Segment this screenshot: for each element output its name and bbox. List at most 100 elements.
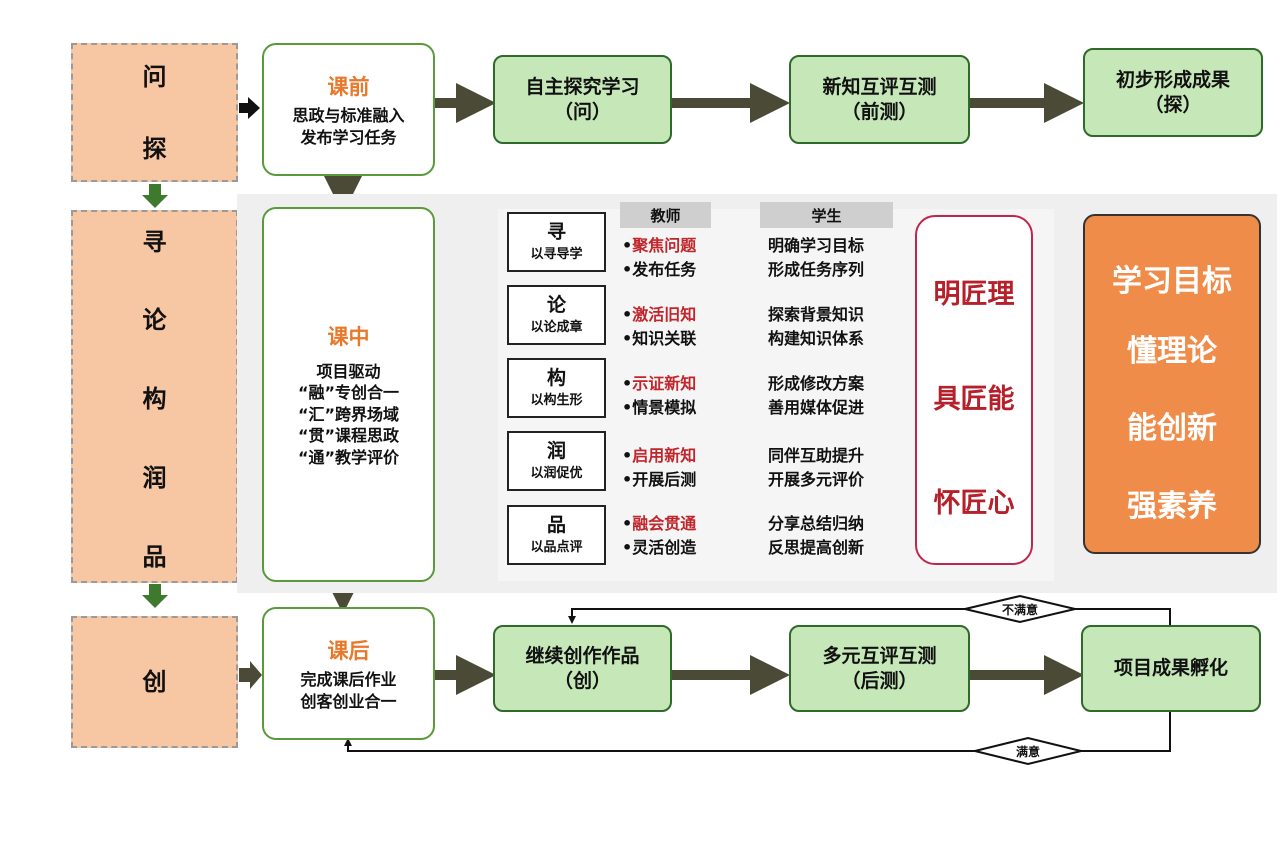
arrow-stage-pre (239, 97, 260, 119)
bullet: • (622, 260, 633, 279)
teacher-key-item: 聚焦问题 (632, 236, 697, 255)
mid-stage-char: 构 (546, 367, 566, 390)
student-items: 明确学习目标 形成任务序列 (768, 234, 898, 282)
bullet: • (622, 514, 633, 533)
post-class-box: 课后 完成课后作业 创客创业合一 (262, 607, 435, 740)
stage-char: 润 (142, 464, 167, 492)
craftsman-item: 具匠能 (933, 384, 1015, 415)
post-class-line: 创客创业合一 (300, 691, 397, 711)
teacher-header: 教师 (620, 202, 711, 228)
teacher-key-item: 示证新知 (632, 374, 697, 393)
stage-arrow (142, 184, 168, 208)
stage-char: 论 (142, 306, 167, 334)
teacher-item: 灵活创造 (632, 538, 697, 557)
in-class-box: 课中 项目驱动 “融”专创合一 “汇”跨界场域 “贯”课程思政 “通”教学评价 (262, 207, 435, 582)
pre-step-title: 自主探究学习 (525, 75, 640, 98)
in-class-line: 项目驱动 (316, 361, 381, 381)
pre-step-box: 初步形成成果 （探） (1083, 48, 1263, 137)
stage-box-middle: 寻 论 构 润 品 (71, 210, 238, 583)
post-step-box: 项目成果孵化 (1081, 625, 1261, 712)
student-item: 构建知识体系 (768, 329, 865, 348)
learning-goal-box: 学习目标 懂理论 能创新 强素养 (1083, 214, 1261, 554)
mid-stage-sub: 以论成章 (530, 319, 583, 335)
pre-step-box: 新知互评互测 （前测） (789, 55, 970, 144)
pre-step-box: 自主探究学习 （问） (493, 55, 672, 144)
craftsman-item: 怀匠心 (933, 488, 1015, 519)
bullet: • (622, 305, 633, 324)
goal-heading: 学习目标 (1112, 264, 1232, 299)
stage-arrow (142, 584, 168, 608)
bullet: • (622, 398, 633, 417)
student-item: 同伴互助提升 (768, 446, 865, 465)
bullet: • (622, 538, 633, 557)
student-item: 反思提高创新 (768, 538, 865, 557)
post-step-sub: （后测） (841, 669, 918, 692)
diamond-satisfied (974, 736, 1082, 766)
stage-char: 探 (142, 134, 167, 163)
student-items: 探索背景知识 构建知识体系 (768, 303, 898, 351)
in-class-title: 课中 (327, 324, 370, 349)
teacher-items: •启用新知 •开展后测 (622, 444, 732, 492)
mid-stage-char: 品 (546, 514, 566, 537)
teacher-items: •聚焦问题 •发布任务 (622, 234, 732, 282)
craftsman-item: 明匠理 (933, 279, 1015, 310)
teacher-items: •示证新知 •情景模拟 (622, 372, 732, 420)
in-class-line: “通”教学评价 (297, 447, 400, 467)
mid-stage-char: 润 (546, 440, 566, 463)
goal-item: 能创新 (1127, 411, 1217, 446)
teacher-item: 开展后测 (632, 470, 697, 489)
bullet: • (622, 470, 633, 489)
stage-box-bottom: 创 (71, 616, 238, 748)
student-item: 形成修改方案 (768, 374, 865, 393)
arrow-stage-post (239, 661, 262, 689)
student-items: 形成修改方案 善用媒体促进 (768, 372, 898, 420)
diamond-unsatisfied (964, 594, 1076, 624)
teacher-items: •激活旧知 •知识关联 (622, 303, 732, 351)
mid-stage-box: 论 以论成章 (507, 285, 606, 345)
in-class-line: “融”专创合一 (297, 383, 400, 403)
post-class-line: 完成课后作业 (300, 669, 397, 689)
teacher-item: 知识关联 (632, 329, 697, 348)
mid-stage-sub: 以品点评 (530, 539, 583, 555)
post-class-title: 课后 (327, 638, 370, 663)
bullet: • (622, 329, 633, 348)
post-step-title: 继续创作作品 (525, 644, 640, 667)
craftsman-box: 明匠理 具匠能 怀匠心 (915, 215, 1033, 565)
student-item: 开展多元评价 (768, 470, 865, 489)
mid-stage-box: 润 以润促优 (507, 431, 606, 491)
mid-stage-box: 寻 以寻导学 (507, 212, 606, 272)
bullet: • (622, 446, 633, 465)
loop-satisfied (344, 710, 1171, 752)
pre-step-sub: （探） (1144, 93, 1202, 116)
student-header: 学生 (760, 202, 893, 228)
pre-class-title: 课前 (327, 74, 370, 99)
pre-step-sub: （问） (553, 100, 611, 123)
mid-stage-sub: 以构生形 (530, 392, 583, 408)
student-item: 分享总结归纳 (768, 514, 865, 533)
student-item: 善用媒体促进 (768, 398, 865, 417)
student-items: 同伴互助提升 开展多元评价 (768, 444, 898, 492)
student-item: 形成任务序列 (768, 260, 865, 279)
pre-step-title: 初步形成成果 (1115, 68, 1230, 91)
student-item: 明确学习目标 (768, 236, 865, 255)
stage-char: 品 (142, 543, 167, 571)
stage-char: 构 (142, 385, 167, 413)
post-step-title: 项目成果孵化 (1113, 657, 1228, 680)
mid-stage-char: 寻 (546, 221, 566, 244)
bullet: • (622, 374, 633, 393)
mid-stage-box: 构 以构生形 (507, 358, 606, 418)
mid-stage-sub: 以寻导学 (530, 246, 583, 262)
satisfied-label: 满意 (1015, 744, 1040, 759)
pre-step-sub: （前测） (841, 100, 918, 123)
stage-char: 创 (142, 668, 167, 696)
stage-char: 寻 (142, 228, 167, 256)
pre-step-title: 新知互评互测 (822, 75, 937, 98)
teacher-item: 情景模拟 (632, 398, 697, 417)
loop-unsatisfied (568, 608, 1171, 625)
teacher-item: 发布任务 (632, 260, 697, 279)
student-items: 分享总结归纳 反思提高创新 (768, 512, 898, 560)
goal-item: 强素养 (1127, 489, 1217, 524)
mid-stage-box: 品 以品点评 (507, 505, 606, 565)
unsatisfied-label: 不满意 (1001, 602, 1038, 617)
post-step-box: 继续创作作品 （创） (493, 625, 672, 712)
